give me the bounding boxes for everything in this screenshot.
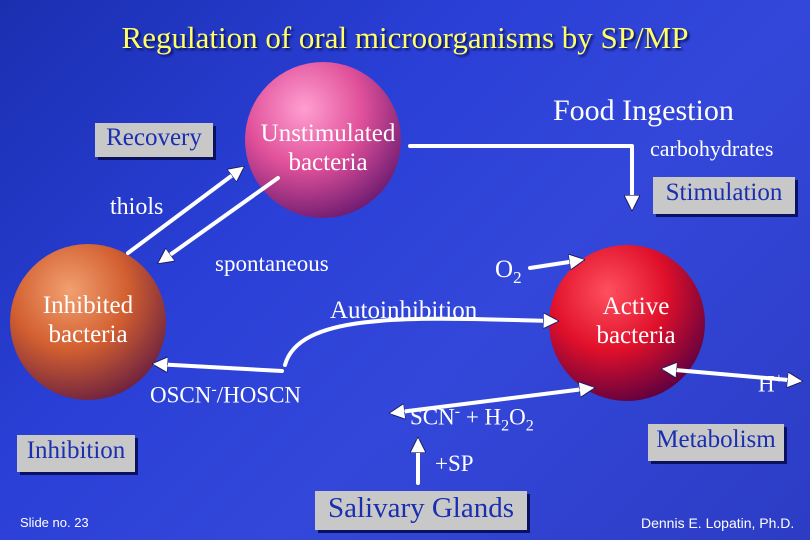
carbohydrates-label: carbohydrates bbox=[650, 136, 774, 161]
stimulation-box: Stimulation bbox=[653, 177, 795, 214]
spontaneous-label: spontaneous bbox=[215, 251, 329, 276]
oscn-hoscn-label: OSCN-/HOSCN bbox=[150, 381, 302, 408]
metabolism-arrow bbox=[664, 369, 800, 381]
recovery-box: Recovery bbox=[95, 123, 213, 157]
inhibition-box: Inhibition bbox=[17, 435, 135, 472]
inhibited-bacteria-label: Inhibited bacteria bbox=[42, 292, 134, 348]
scn-h2o2-label: SCN- + H2O2 bbox=[410, 403, 534, 435]
unstimulated-bacteria-label: Unstimulated bacteria bbox=[260, 120, 396, 176]
o2-arrow bbox=[528, 260, 582, 270]
scn-active-arrow bbox=[392, 388, 592, 413]
unstimulated-bacteria-sphere bbox=[245, 62, 401, 218]
autoinhibition-label: Autoinhibition bbox=[330, 297, 478, 324]
page-title: Regulation of oral microorganisms by SP/… bbox=[121, 20, 689, 55]
salivary-glands-box: Salivary Glands bbox=[315, 491, 527, 530]
spontaneous-arrow bbox=[160, 176, 280, 262]
recovery-arrow bbox=[126, 168, 242, 255]
metabolism-box: Metabolism bbox=[648, 424, 784, 461]
o2-label: O2 bbox=[495, 256, 522, 287]
thiols-label: thiols bbox=[110, 194, 164, 220]
author-credit: Dennis E. Lopatin, Ph.D. bbox=[641, 515, 795, 531]
autoinhibition-arrow bbox=[283, 319, 556, 367]
inhibition-arrow bbox=[155, 364, 284, 373]
slide-number: Slide no. 23 bbox=[20, 515, 89, 530]
active-bacteria-label: Active bacteria bbox=[596, 293, 676, 349]
inhibited-bacteria-sphere bbox=[10, 244, 166, 400]
food-ingestion-label: Food Ingestion bbox=[553, 94, 734, 127]
food-ingestion-arrow bbox=[408, 144, 632, 208]
sp-label: +SP bbox=[435, 451, 474, 476]
h-plus-label: H+ bbox=[758, 371, 784, 397]
